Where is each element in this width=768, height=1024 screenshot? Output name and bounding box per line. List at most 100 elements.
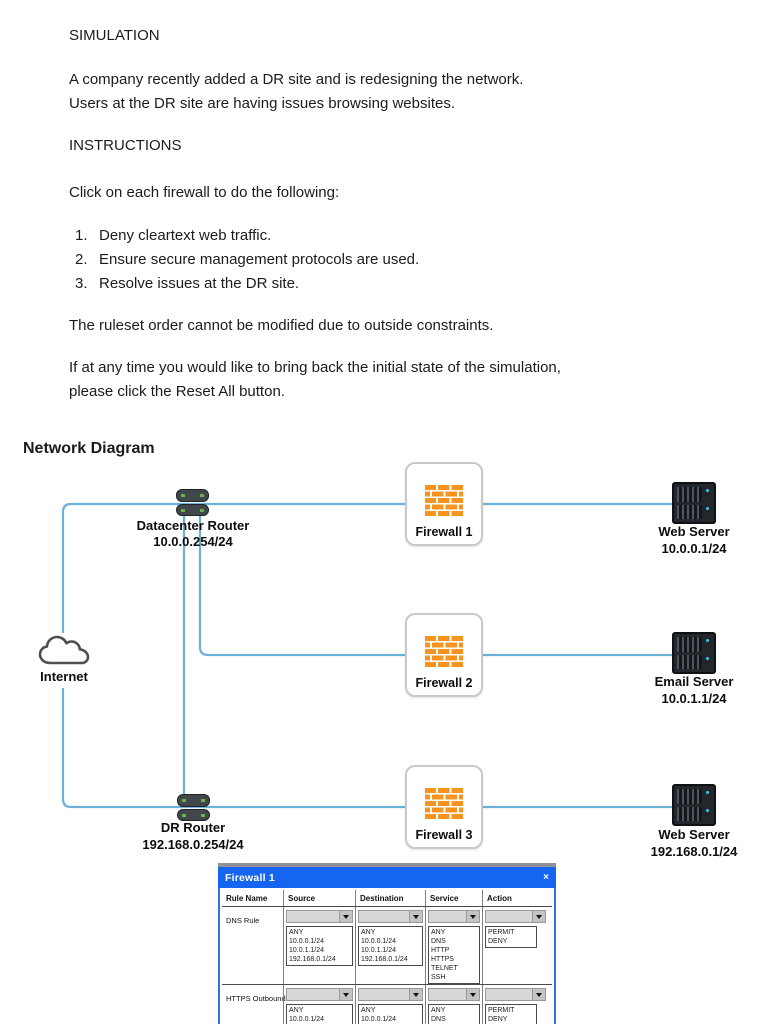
option-item[interactable]: 192.168.0.1/24: [289, 956, 336, 963]
datacenter-router-label: Datacenter Router: [136, 518, 250, 533]
option-item[interactable]: HTTP: [431, 947, 450, 954]
column-header-service: Service: [425, 890, 482, 906]
chevron-down-icon[interactable]: [409, 911, 422, 922]
internet-cloud-icon: [38, 635, 90, 665]
firewall-3-label: Firewall 3: [415, 828, 473, 842]
option-item[interactable]: SSH: [431, 974, 446, 981]
task-number: 3.: [75, 275, 88, 292]
reset-note-line-2: please click the Reset All button.: [69, 383, 285, 400]
option-item[interactable]: DENY: [488, 1016, 508, 1023]
datacenter-router-ip: 10.0.0.254/24: [153, 534, 233, 549]
destination-dropdown[interactable]: [358, 910, 423, 923]
firewall-brick-icon: [425, 485, 463, 516]
web-server-2-icon: [672, 784, 716, 826]
chevron-down-icon[interactable]: [466, 911, 479, 922]
dialog-titlebar[interactable]: Firewall 1 ×: [218, 867, 556, 888]
column-header-source: Source: [283, 890, 355, 906]
destination-dropdown[interactable]: [358, 988, 423, 1001]
option-item[interactable]: ANY: [431, 1007, 446, 1014]
option-item[interactable]: 10.0.0.1/24: [361, 938, 397, 945]
option-item[interactable]: DNS: [431, 1016, 446, 1023]
option-item[interactable]: PERMIT: [488, 929, 515, 936]
option-item[interactable]: 10.0.0.1/24: [361, 1016, 397, 1023]
simulation-heading: SIMULATION: [69, 27, 160, 44]
source-options-list: ANY 10.0.0.1/24 10.0.1.1/24 192.168.0.1/24: [286, 926, 353, 966]
firewall-2-node[interactable]: Firewall 2: [405, 613, 483, 697]
firewall-rules-dialog: Firewall 1 × Rule Name Source Destinatio…: [218, 863, 556, 1024]
option-item[interactable]: 10.0.1.1/24: [361, 947, 397, 954]
option-item[interactable]: TELNET: [431, 965, 458, 972]
chevron-down-icon[interactable]: [532, 989, 545, 1000]
source-dropdown[interactable]: [286, 910, 353, 923]
email-server-icon: [672, 632, 716, 674]
option-item[interactable]: ANY: [289, 1007, 304, 1014]
option-item[interactable]: DENY: [488, 938, 508, 945]
firewall-1-label: Firewall 1: [415, 525, 473, 539]
option-item[interactable]: 10.0.1.1/24: [289, 947, 325, 954]
column-header-rule-name: Rule Name: [226, 894, 268, 903]
option-item[interactable]: PERMIT: [488, 1007, 515, 1014]
service-dropdown[interactable]: [428, 910, 480, 923]
option-item[interactable]: 10.0.0.1/24: [289, 938, 325, 945]
option-item[interactable]: DNS: [431, 938, 446, 945]
server-unit: [677, 806, 711, 822]
chevron-down-icon[interactable]: [466, 989, 479, 1000]
task-number: 1.: [75, 227, 88, 244]
router-layer: [177, 794, 210, 807]
option-item[interactable]: ANY: [361, 1007, 376, 1014]
chevron-down-icon[interactable]: [339, 989, 352, 1000]
web-server-2-ip: 192.168.0.1/24: [650, 844, 738, 859]
option-item[interactable]: HTTPS: [431, 956, 454, 963]
web-server-1-icon: [672, 482, 716, 524]
router-layer: [177, 808, 210, 821]
action-dropdown[interactable]: [485, 910, 546, 923]
service-cell: ANY DNS HTTP HTTPS TELNET SSH: [425, 907, 482, 984]
action-options-list: PERMIT DENY: [485, 926, 537, 948]
server-unit: [677, 789, 711, 804]
dialog-top-edge: [218, 863, 556, 867]
chevron-down-icon[interactable]: [339, 911, 352, 922]
close-icon[interactable]: ×: [543, 871, 549, 883]
task-item-1: 1. Deny cleartext web traffic.: [75, 227, 271, 244]
action-cell: PERMIT DENY: [482, 907, 548, 984]
task-item-3: 3. Resolve issues at the DR site.: [75, 275, 299, 292]
rule-name: DNS Rule: [226, 916, 260, 925]
option-item[interactable]: ANY: [289, 929, 304, 936]
server-unit: [677, 637, 711, 652]
email-server-ip: 10.0.1.1/24: [661, 691, 727, 706]
task-text: Resolve issues at the DR site.: [99, 275, 300, 292]
column-header-destination: Destination: [355, 890, 425, 906]
source-dropdown[interactable]: [286, 988, 353, 1001]
action-dropdown[interactable]: [485, 988, 546, 1001]
chevron-down-icon[interactable]: [532, 911, 545, 922]
task-item-2: 2. Ensure secure management protocols ar…: [75, 251, 419, 268]
ruleset-note: The ruleset order cannot be modified due…: [69, 317, 494, 334]
server-unit: [677, 654, 711, 670]
task-text: Deny cleartext web traffic.: [99, 227, 272, 244]
intro-line-1: A company recently added a DR site and i…: [69, 71, 524, 88]
option-item[interactable]: ANY: [361, 929, 376, 936]
rule-name: HTTPS Outbound: [226, 994, 286, 1003]
chevron-down-icon[interactable]: [409, 989, 422, 1000]
reset-note-line-1: If at any time you would like to bring b…: [69, 359, 561, 376]
option-item[interactable]: 10.0.0.1/24: [289, 1016, 325, 1023]
option-item[interactable]: ANY: [431, 929, 446, 936]
firewall-1-node[interactable]: Firewall 1: [405, 462, 483, 546]
dr-router-ip: 192.168.0.254/24: [142, 837, 244, 852]
click-instruction-line: Click on each firewall to do the followi…: [69, 184, 340, 201]
intro-line-2: Users at the DR site are having issues b…: [69, 95, 456, 112]
firewall-3-node[interactable]: Firewall 3: [405, 765, 483, 849]
dr-router-icon: [177, 794, 210, 821]
service-dropdown[interactable]: [428, 988, 480, 1001]
option-item[interactable]: 192.168.0.1/24: [361, 956, 408, 963]
rules-table-header: Rule Name Source Destination Service Act…: [222, 890, 552, 907]
router-layer: [176, 489, 209, 502]
datacenter-router-icon: [176, 489, 209, 516]
server-unit: [677, 487, 711, 502]
